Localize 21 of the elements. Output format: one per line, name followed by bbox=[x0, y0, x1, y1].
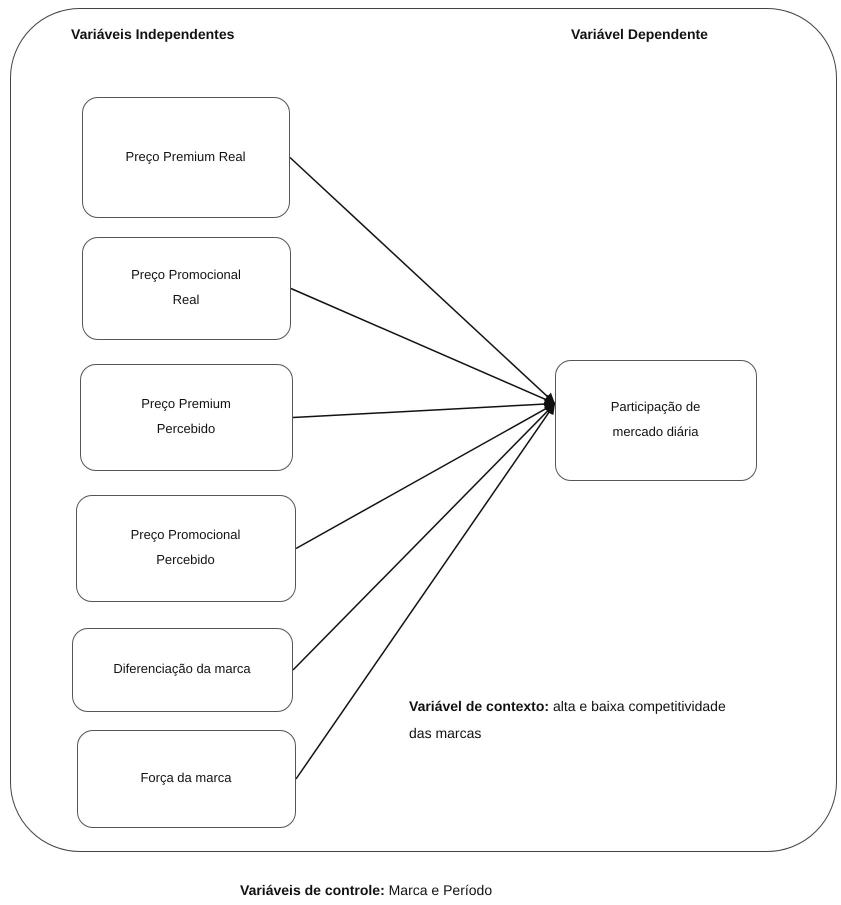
column-heading: Variáveis Independentes bbox=[71, 26, 234, 42]
arrow bbox=[289, 156, 556, 404]
box-label: Participação de mercado diária bbox=[610, 398, 702, 441]
box-label: Preço Premium Percebido bbox=[140, 395, 232, 438]
context-note: Variável de contexto: alta e baixa competitividade das marcas bbox=[409, 697, 727, 743]
group-frame bbox=[10, 8, 837, 852]
box-label: Diferenciação da marca bbox=[113, 660, 251, 678]
variable-box bbox=[76, 494, 296, 602]
variable-box bbox=[554, 360, 756, 480]
box-label: Preço Promocional Real bbox=[130, 266, 242, 309]
arrow bbox=[292, 398, 556, 418]
variable-box bbox=[82, 236, 290, 340]
variable-box bbox=[72, 628, 292, 712]
variable-box bbox=[80, 364, 292, 470]
column-heading: Variável Dependente bbox=[571, 26, 708, 42]
box-label: Preço Promocional Percebido bbox=[130, 526, 242, 569]
control-note: Variáveis de controle: Marca e Período bbox=[240, 882, 492, 898]
variable-box bbox=[76, 730, 296, 828]
box-label: Força da marca bbox=[140, 769, 232, 788]
variable-box bbox=[82, 96, 290, 218]
box-label: Preço Premium Real bbox=[126, 148, 246, 166]
